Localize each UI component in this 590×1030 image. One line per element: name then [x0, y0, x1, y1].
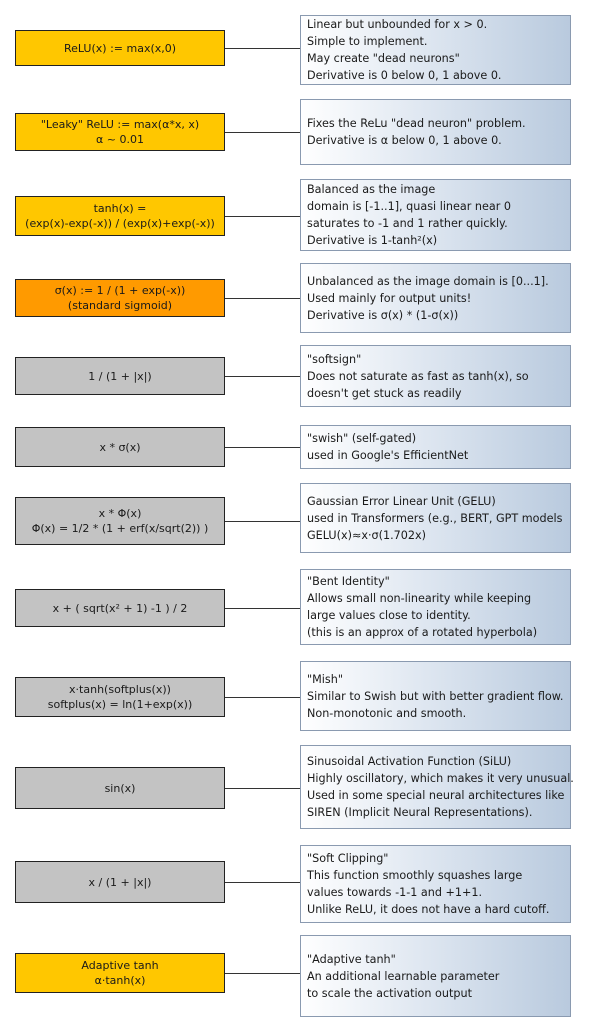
connector-line — [225, 521, 300, 522]
description-box: Sinusoidal Activation Function (SiLU) Hig… — [300, 745, 574, 829]
description-box: "Mish" Similar to Swish but with better g… — [300, 661, 571, 731]
function-formula-line: "Leaky" ReLU := max(α*x, x) — [40, 118, 200, 131]
description-line: used in Transformers (e.g., BERT, GPT mo… — [307, 511, 563, 525]
function-box: σ(x) := 1 / (1 + exp(-x)) (standard sigmo… — [15, 279, 225, 317]
description-box: "swish" (self-gated) used in Google's Eff… — [300, 425, 571, 469]
description-box: "softsign" Does not saturate as fast as t… — [300, 345, 571, 407]
function-formula-line: α·tanh(x) — [94, 974, 146, 987]
description-line: Linear but unbounded for x > 0. — [307, 18, 488, 31]
description-line: Derivative is 1-tanh²(x) — [307, 234, 438, 247]
description-line: GELU(x)≈x·σ(1.702x) — [307, 528, 426, 542]
description-line: saturates to -1 and 1 rather quickly. — [307, 217, 508, 230]
description-line: May create "dead neurons" — [307, 52, 460, 65]
description-line: to scale the activation output — [307, 986, 472, 1000]
function-box: sin(x) — [15, 767, 225, 809]
description-line: "softsign" — [307, 352, 362, 366]
description-line: "Adaptive tanh" — [307, 952, 396, 966]
function-formula-line: 1 / (1 + |x|) — [88, 369, 152, 383]
description-line: Simple to implement. — [307, 35, 428, 48]
description-line: Unbalanced as the image domain is [0...1… — [307, 274, 549, 288]
description-line: used in Google's EfficientNet — [307, 449, 469, 462]
function-box: ReLU(x) := max(x,0) — [15, 30, 225, 66]
description-line: domain is [-1..1], quasi linear near 0 — [307, 200, 512, 213]
connector-line — [225, 608, 300, 609]
function-box: tanh(x) = (exp(x)-exp(-x)) / (exp(x)+exp(… — [15, 196, 225, 236]
description-line: values towards -1-1 and +1+1. — [307, 886, 483, 899]
connector-line — [225, 788, 300, 789]
connector-line — [225, 973, 300, 974]
function-formula-line: x + ( sqrt(x² + 1) -1 ) / 2 — [52, 601, 188, 615]
description-line: Gaussian Error Linear Unit (GELU) — [307, 494, 496, 508]
description-line: Highly oscillatory, which makes it very … — [307, 772, 574, 785]
function-box: x / (1 + |x|) — [15, 861, 225, 903]
function-formula-line: (standard sigmoid) — [67, 299, 173, 312]
connector-line — [225, 376, 300, 377]
description-box: Linear but unbounded for x > 0. Simple to… — [300, 15, 571, 85]
connector-line — [225, 48, 300, 49]
function-formula-line: softplus(x) = ln(1+exp(x)) — [47, 698, 193, 711]
description-line: Balanced as the image — [307, 183, 436, 196]
description-line: "Mish" — [307, 672, 343, 686]
description-line: SIREN (Implicit Neural Representations). — [307, 806, 533, 819]
function-formula-line: Φ(x) = 1/2 * (1 + erf(x/sqrt(2)) ) — [31, 522, 209, 535]
connector-line — [225, 697, 300, 698]
function-formula-line: tanh(x) = — [93, 202, 147, 215]
function-formula-line: x * σ(x) — [99, 440, 141, 454]
description-line: "Bent Identity" — [307, 575, 390, 588]
description-box: "Soft Clipping" This function smoothly sq… — [300, 845, 571, 923]
function-box: "Leaky" ReLU := max(α*x, x) α ~ 0.01 — [15, 113, 225, 151]
description-box: "Bent Identity" Allows small non-linearit… — [300, 569, 571, 645]
description-line: doesn't get stuck as readily — [307, 386, 462, 400]
description-box: "Adaptive tanh" An additional learnable p… — [300, 935, 571, 1017]
description-line: Derivative is α below 0, 1 above 0. — [307, 134, 502, 147]
function-box: Adaptive tanh α·tanh(x) — [15, 953, 225, 993]
description-line: Non-monotonic and smooth. — [307, 706, 467, 720]
function-formula-line: x·tanh(softplus(x)) — [69, 683, 171, 696]
function-formula-line: ReLU(x) := max(x,0) — [63, 41, 177, 55]
description-box: Fixes the ReLu "dead neuron" problem. Der… — [300, 99, 571, 165]
function-formula-line: Adaptive tanh — [81, 959, 159, 972]
description-line: large values close to identity. — [307, 609, 471, 622]
function-box: x + ( sqrt(x² + 1) -1 ) / 2 — [15, 589, 225, 627]
connector-line — [225, 447, 300, 448]
description-box: Unbalanced as the image domain is [0...1… — [300, 263, 571, 333]
description-line: Fixes the ReLu "dead neuron" problem. — [307, 117, 526, 130]
function-formula-line: σ(x) := 1 / (1 + exp(-x)) — [54, 284, 186, 297]
function-box: x * σ(x) — [15, 427, 225, 467]
connector-line — [225, 132, 300, 133]
description-line: (this is an approx of a rotated hyperbol… — [307, 626, 538, 639]
description-line: Derivative is 0 below 0, 1 above 0. — [307, 69, 502, 82]
function-box: x·tanh(softplus(x)) softplus(x) = ln(1+ex… — [15, 677, 225, 717]
description-line: Used mainly for output units! — [307, 291, 472, 305]
description-box: Gaussian Error Linear Unit (GELU) used in… — [300, 483, 571, 553]
description-line: Allows small non-linearity while keeping — [307, 592, 532, 605]
description-line: Derivative is σ(x) * (1-σ(x)) — [307, 308, 459, 322]
description-line: Used in some special neural architecture… — [307, 789, 565, 802]
description-line: "swish" (self-gated) — [307, 432, 417, 445]
description-line: Unlike ReLU, it does not have a hard cut… — [307, 903, 550, 916]
function-box: x * Φ(x) Φ(x) = 1/2 * (1 + erf(x/sqrt(2))… — [15, 497, 225, 545]
description-line: An additional learnable parameter — [307, 969, 500, 983]
description-line: "Soft Clipping" — [307, 852, 389, 865]
description-line: Does not saturate as fast as tanh(x), so — [307, 369, 529, 383]
connector-line — [225, 882, 300, 883]
function-formula-line: x * Φ(x) — [98, 507, 142, 520]
description-box: Balanced as the image domain is [-1..1], … — [300, 179, 571, 251]
function-formula-line: x / (1 + |x|) — [88, 875, 152, 889]
description-line: Similar to Swish but with better gradien… — [307, 689, 564, 703]
function-formula-line: sin(x) — [104, 781, 136, 795]
function-formula-line: α ~ 0.01 — [96, 133, 144, 146]
connector-line — [225, 216, 300, 217]
connector-line — [225, 298, 300, 299]
description-line: This function smoothly squashes large — [307, 869, 523, 882]
description-line: Sinusoidal Activation Function (SiLU) — [307, 755, 512, 768]
function-box: 1 / (1 + |x|) — [15, 357, 225, 395]
function-formula-line: (exp(x)-exp(-x)) / (exp(x)+exp(-x)) — [25, 217, 215, 230]
